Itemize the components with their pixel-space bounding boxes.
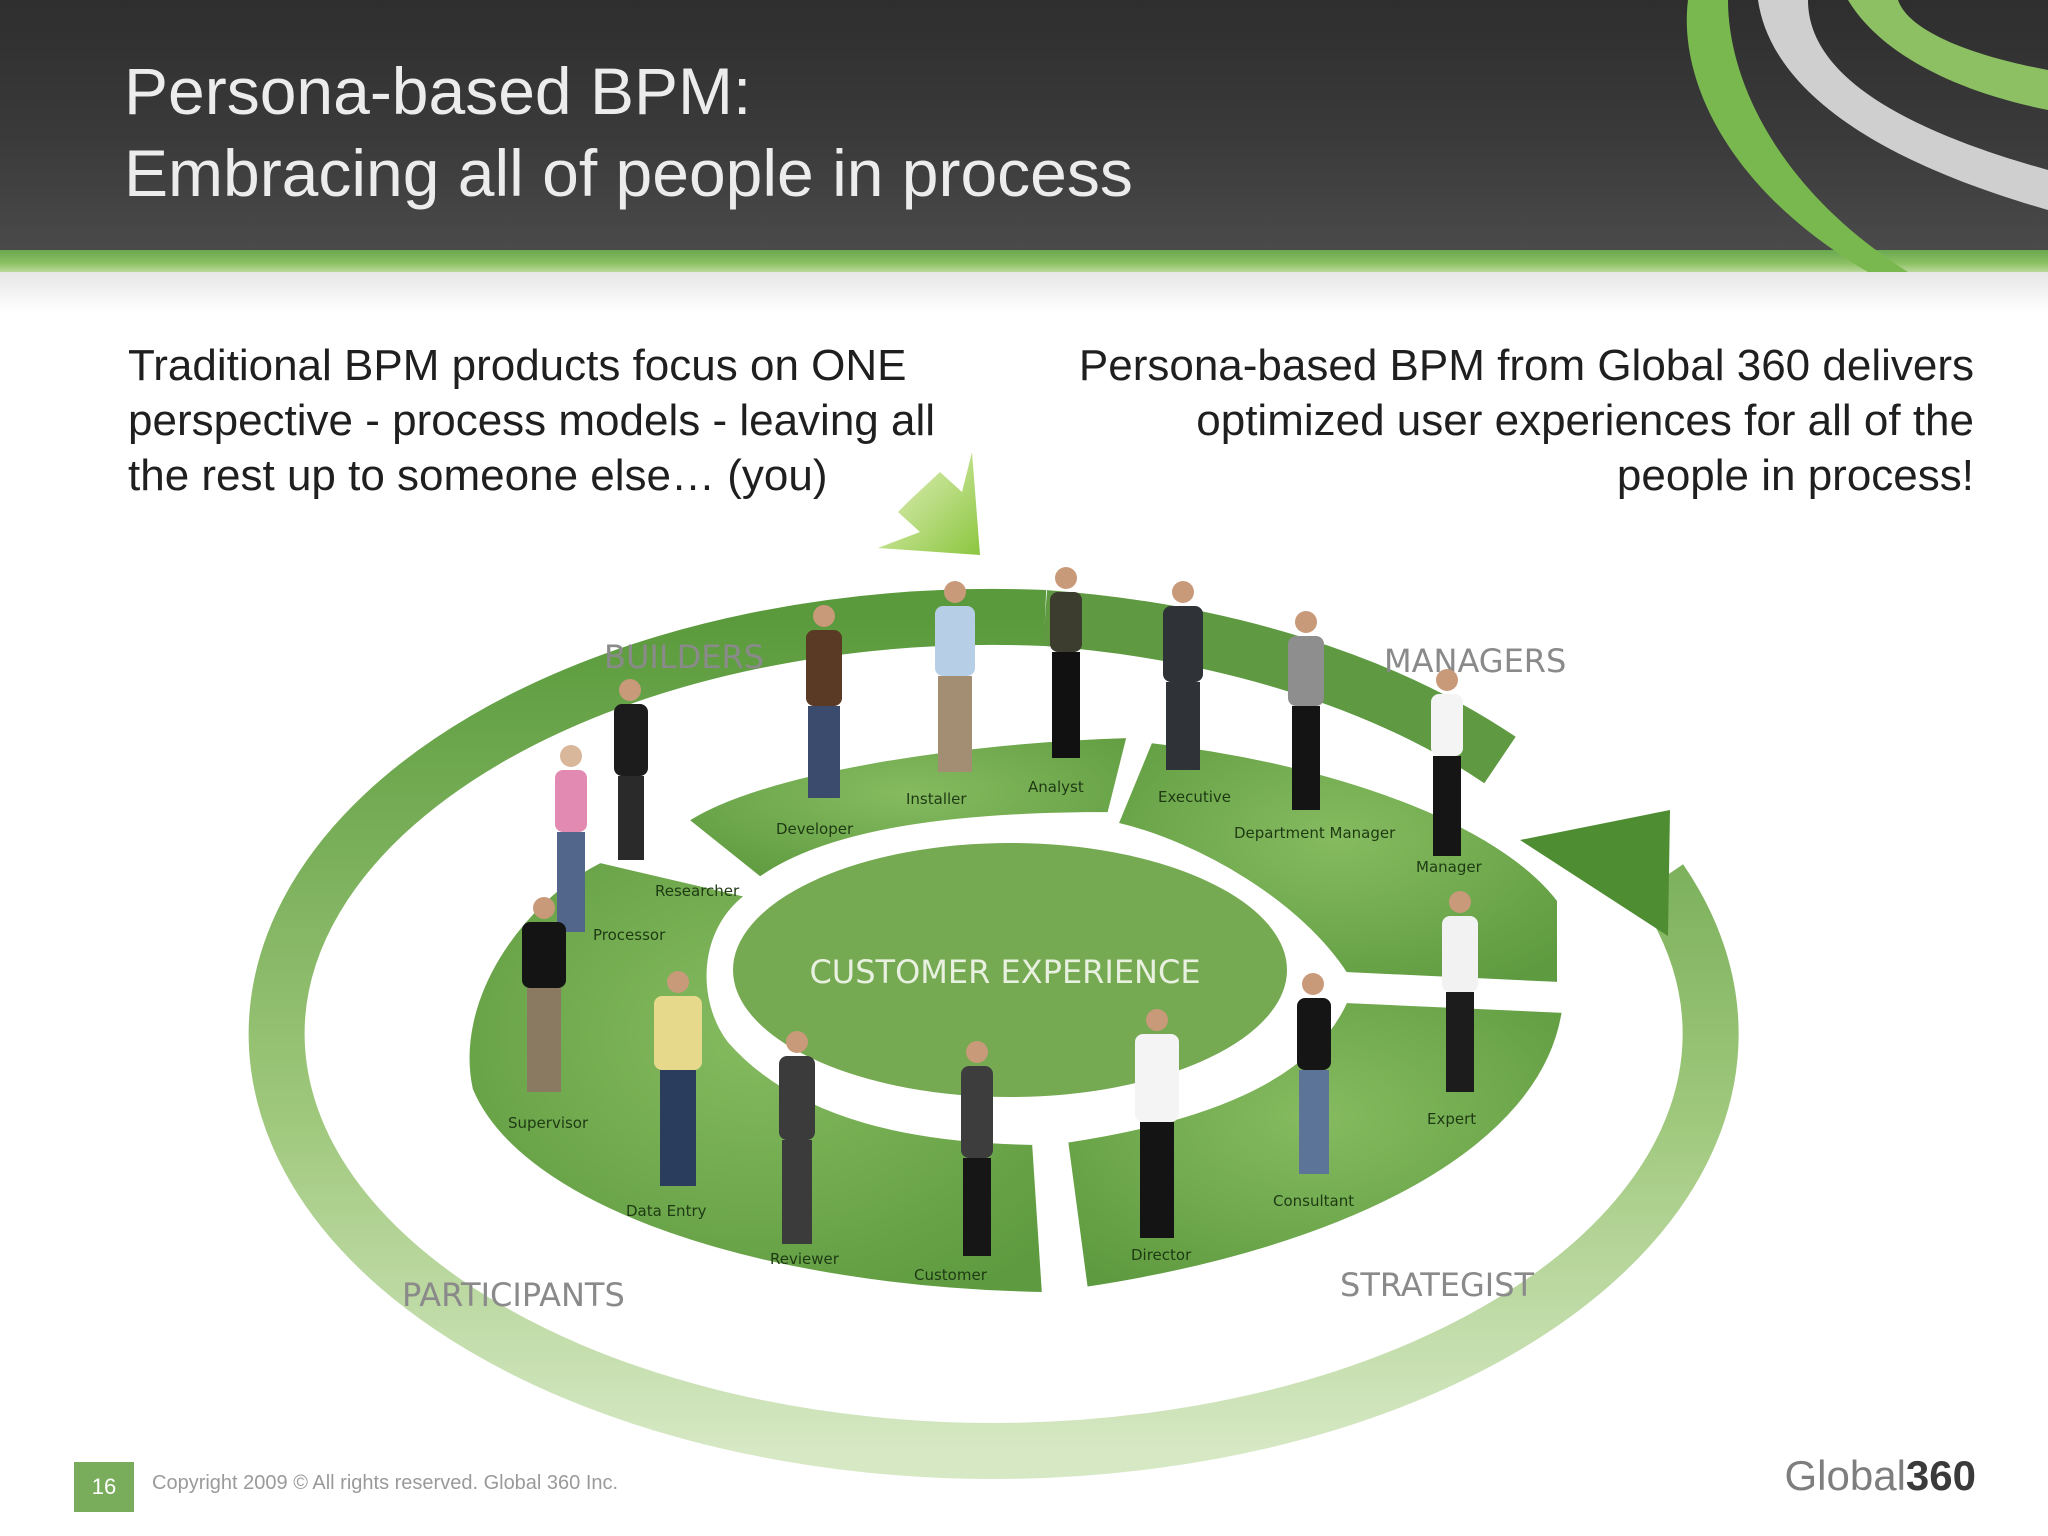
center-label: CUSTOMER EXPERIENCE bbox=[809, 953, 1200, 991]
header-green-band bbox=[0, 250, 2048, 272]
persona-label-installer: Installer bbox=[906, 790, 967, 808]
figure-processor bbox=[555, 745, 587, 932]
figure-customer bbox=[961, 1041, 993, 1256]
persona-labels: Developer Installer Analyst Executive De… bbox=[508, 778, 1483, 1284]
persona-label-data-entry: Data Entry bbox=[626, 1202, 707, 1220]
persona-label-consultant: Consultant bbox=[1273, 1192, 1354, 1210]
figure-executive bbox=[1163, 581, 1203, 770]
global360-logo: Global360 bbox=[1785, 1452, 1976, 1500]
title-line-2: Embracing all of people in process bbox=[124, 136, 1133, 210]
persona-label-researcher: Researcher bbox=[655, 882, 740, 900]
right-paragraph: Persona-based BPM from Global 360 delive… bbox=[1078, 341, 1974, 500]
title-line-1: Persona-based BPM: bbox=[124, 54, 752, 128]
figure-installer bbox=[935, 581, 975, 772]
figure-analyst bbox=[1050, 567, 1082, 758]
figure-data-entry bbox=[654, 971, 702, 1186]
figure-supervisor bbox=[522, 897, 566, 1092]
figure-researcher bbox=[614, 679, 648, 860]
figure-department-manager bbox=[1288, 611, 1324, 810]
persona-label-department-manager: Department Manager bbox=[1234, 824, 1396, 842]
segment-participants bbox=[463, 856, 1049, 1299]
persona-label-supervisor: Supervisor bbox=[508, 1114, 589, 1132]
logo-text-thin: Global bbox=[1784, 1452, 1906, 1499]
header-shadow bbox=[0, 272, 2048, 312]
figure-developer bbox=[806, 605, 842, 798]
copyright-text: Copyright 2009 © All rights reserved. Gl… bbox=[152, 1472, 619, 1494]
persona-label-developer: Developer bbox=[776, 820, 854, 838]
group-label-builders: BUILDERS bbox=[604, 638, 764, 676]
group-label-participants: PARTICIPANTS bbox=[402, 1276, 625, 1314]
group-label-managers: MANAGERS bbox=[1384, 642, 1566, 680]
persona-label-expert: Expert bbox=[1427, 1110, 1476, 1128]
figure-manager bbox=[1431, 669, 1463, 856]
figure-reviewer bbox=[779, 1031, 815, 1244]
persona-label-manager: Manager bbox=[1416, 858, 1483, 876]
decorative-swoosh bbox=[1686, 0, 2048, 272]
pointer-arrow bbox=[878, 452, 980, 555]
figure-director bbox=[1135, 1009, 1179, 1238]
slide-title: Persona-based BPM: Embracing all of peop… bbox=[124, 50, 1133, 214]
persona-label-executive: Executive bbox=[1158, 788, 1231, 806]
figure-consultant bbox=[1297, 973, 1331, 1174]
page-number: 16 bbox=[74, 1462, 134, 1512]
persona-label-director: Director bbox=[1131, 1246, 1192, 1264]
outer-ring bbox=[248, 588, 1739, 1479]
persona-label-customer: Customer bbox=[914, 1266, 988, 1284]
group-label-strategist: STRATEGIST bbox=[1340, 1266, 1535, 1304]
persona-label-analyst: Analyst bbox=[1028, 778, 1084, 796]
persona-label-reviewer: Reviewer bbox=[770, 1250, 840, 1268]
persona-label-processor: Processor bbox=[593, 926, 666, 944]
ring-arrow-head bbox=[1520, 810, 1670, 936]
logo-text-bold: 360 bbox=[1905, 1452, 1976, 1499]
figure-expert bbox=[1442, 891, 1478, 1092]
left-paragraph: Traditional BPM products focus on ONE pe… bbox=[128, 341, 936, 500]
persona-figures bbox=[522, 567, 1478, 1256]
segment-builders bbox=[679, 731, 1134, 884]
